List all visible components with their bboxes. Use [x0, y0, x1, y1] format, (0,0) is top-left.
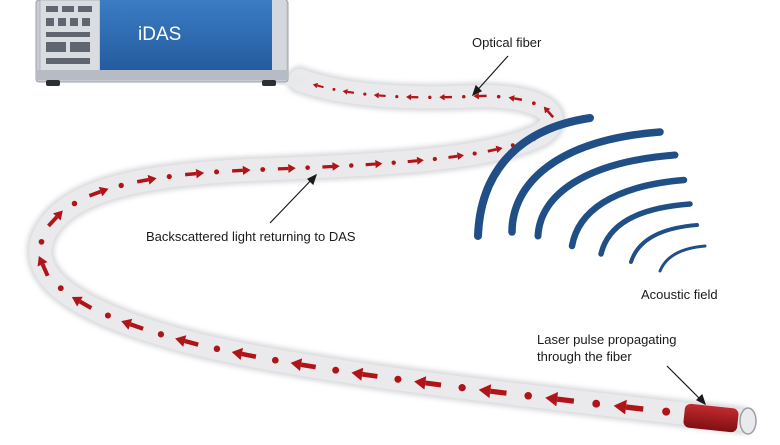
backscatter-arrow — [342, 88, 355, 95]
backscatter-dot — [349, 163, 354, 168]
backscatter-arrow — [448, 152, 464, 161]
backscatter-dot — [432, 156, 437, 162]
callout-lines — [269, 55, 707, 406]
idas-device-label: iDAS — [138, 24, 182, 45]
backscatter-dot — [118, 182, 124, 189]
backscatter-arrow — [613, 399, 644, 415]
backscatter-arrow — [136, 174, 157, 185]
acoustic-arc-6 — [629, 223, 699, 264]
backscatter-dot — [260, 167, 266, 172]
idas-ports — [46, 6, 92, 64]
backscatter-arrow — [373, 92, 386, 99]
backscatter-dot — [496, 94, 501, 99]
backscatter-arrow — [47, 210, 63, 228]
backscatter-arrow — [175, 335, 199, 347]
backscatter-arrow — [545, 392, 575, 407]
backscatter-dot — [104, 312, 111, 319]
backscatter-arrow — [406, 94, 419, 101]
backscatter-arrow — [487, 145, 503, 154]
backscatter-arrow — [231, 347, 257, 360]
backscatter-dot — [71, 200, 78, 207]
optical-fiber-label: Optical fiber — [472, 35, 542, 50]
backscatter-dot — [394, 375, 402, 383]
backscatter-dot — [592, 399, 601, 408]
acoustic-field-label: Acoustic field — [641, 287, 718, 302]
backscatter-dot — [662, 407, 671, 416]
acoustic-arc-7 — [658, 244, 707, 273]
backscatter-arrow — [312, 82, 324, 89]
idas-bottom-rail — [36, 70, 288, 80]
backscatter-arrow — [478, 384, 507, 399]
backscatter-arrow — [543, 106, 555, 119]
idas-feet — [46, 80, 276, 86]
backscatter-dot — [166, 173, 172, 180]
backscatter-arrow — [232, 165, 251, 175]
backscatter-arrow — [88, 186, 109, 198]
backscatter-arrow — [414, 376, 442, 390]
backscatter-arrow — [121, 318, 144, 331]
acoustic-arc-5 — [598, 201, 693, 257]
backscatter-dot — [532, 101, 536, 106]
backscatter-arrow — [37, 255, 50, 277]
backscatter-arrow — [508, 95, 523, 102]
backscatter-dot — [524, 391, 532, 400]
idas-right-panel — [272, 0, 286, 78]
backscatter-dot — [271, 356, 279, 364]
backscatter-dot — [57, 285, 64, 292]
backscatter-dot — [213, 345, 221, 353]
laser-pulse-label: Laser pulse propagating through the fibe… — [537, 331, 677, 365]
backscatter-dot — [214, 169, 220, 175]
acoustic-arc-3 — [534, 151, 679, 240]
backscattered-light-label: Backscattered light returning to DAS — [146, 229, 356, 244]
backscattered-light-markers — [37, 82, 671, 416]
backscatter-dot — [462, 94, 466, 99]
fiber-end-cap — [739, 407, 757, 435]
laser-pulse-label-line2: through the fiber — [537, 349, 632, 364]
backscatter-dot — [428, 95, 432, 99]
acoustic-arc-1 — [474, 114, 594, 240]
laser-pulse-label-line1: Laser pulse propagating — [537, 332, 677, 347]
backscatter-arrow — [473, 92, 487, 100]
backscatter-dot — [157, 331, 165, 338]
backscatter-dot — [305, 165, 310, 170]
acoustic-arc-4 — [568, 176, 688, 250]
backscatter-arrow — [351, 367, 378, 381]
acoustic-field — [474, 114, 707, 273]
backscatter-dot — [395, 94, 399, 99]
backscatter-arrow — [365, 159, 383, 169]
backscatter-arrow — [407, 156, 424, 165]
idas-front-panel — [100, 0, 272, 70]
backscatter-arrow — [290, 358, 317, 371]
backscatter-dot — [391, 160, 396, 165]
backscatter-arrow — [322, 162, 340, 171]
fiber-callout-arrowhead — [471, 84, 483, 97]
backscatter-arrow — [439, 94, 453, 101]
laser-callout-arrowhead — [695, 393, 707, 406]
laser-pulse — [683, 403, 739, 433]
backscatter-arrow — [71, 296, 93, 310]
idas-unit — [35, 0, 289, 86]
backscatter-arrow — [277, 164, 296, 173]
backscatter-callout-line — [269, 174, 317, 224]
backscatter-dot — [472, 151, 477, 156]
acoustic-arc-2 — [508, 128, 664, 236]
backscatter-dot — [332, 87, 336, 91]
backscatter-dot — [363, 92, 367, 96]
backscatter-dot — [332, 366, 340, 374]
backscatter-callout-arrowhead — [306, 173, 318, 186]
backscatter-arrow — [184, 168, 205, 179]
laser-pulse-body — [683, 403, 739, 433]
backscatter-dot — [38, 238, 45, 245]
backscatter-dot — [458, 384, 466, 392]
